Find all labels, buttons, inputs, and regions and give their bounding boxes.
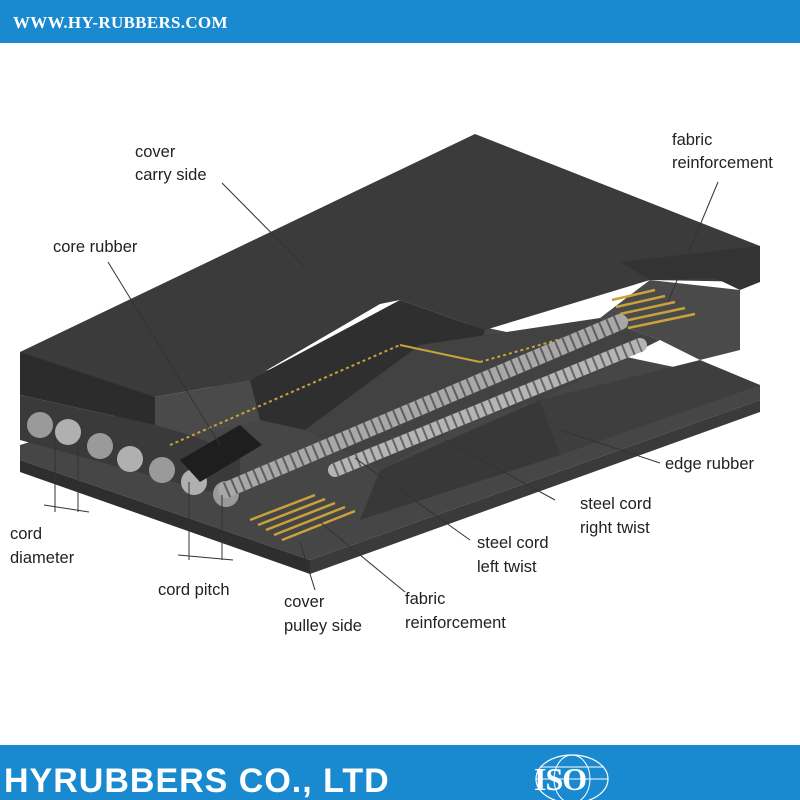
cord-end xyxy=(149,457,175,483)
label-core-rubber: core rubber xyxy=(53,238,138,256)
pulley-cover-side xyxy=(310,400,760,574)
carry-cover-right-step xyxy=(620,246,760,290)
bottom-channel xyxy=(360,400,560,520)
label-fabric-top-line2: reinforcement xyxy=(672,154,773,172)
inner-channel xyxy=(305,318,660,470)
footer-bar: HYRUBBERS CO., LTD ISO xyxy=(0,745,800,800)
label-edge-rubber: edge rubber xyxy=(665,455,754,473)
iso-text: ISO xyxy=(534,761,587,797)
seam-mid xyxy=(399,344,481,363)
carry-cover-top xyxy=(20,134,760,397)
label-cord-diameter-line1: cord xyxy=(10,525,42,543)
seam-right xyxy=(479,324,611,363)
label-fabric-bottom-line1: fabric xyxy=(405,590,445,608)
label-cover-pulley-line1: cover xyxy=(284,593,325,611)
cord-end xyxy=(55,419,81,445)
cord-end xyxy=(87,433,113,459)
dimension-lines xyxy=(43,438,234,561)
steel-cord-left-twist xyxy=(328,338,647,477)
fabric-stripes-bottom xyxy=(249,493,356,542)
label-steel-right-line2: right twist xyxy=(580,519,650,537)
fabric-stripes-top xyxy=(611,288,696,330)
conveyor-belt-diagram: cover carry side fabric reinforcement co… xyxy=(10,131,773,635)
label-fabric-bottom-line2: reinforcement xyxy=(405,614,506,632)
label-cord-pitch: cord pitch xyxy=(158,581,230,599)
label-cover-carry-side-line2: carry side xyxy=(135,166,207,184)
iso-logo: ISO xyxy=(526,749,622,800)
header-bar: WWW.HY-RUBBERS.COM xyxy=(0,0,800,43)
label-fabric-top-line1: fabric xyxy=(672,131,712,149)
label-cover-pulley-line2: pulley side xyxy=(284,617,362,635)
globe-icon xyxy=(535,754,609,800)
steel-cord-right-twist xyxy=(218,314,628,498)
label-steel-right-line1: steel cord xyxy=(580,495,652,513)
edge-rubber-face xyxy=(540,360,760,455)
label-cord-diameter-line2: diameter xyxy=(10,549,75,567)
left-cut-face xyxy=(155,380,260,435)
label-steel-left-line1: steel cord xyxy=(477,534,549,552)
company-name: HYRUBBERS CO., LTD xyxy=(4,762,390,800)
website-url[interactable]: WWW.HY-RUBBERS.COM xyxy=(13,13,228,32)
label-cover-carry-side-line1: cover xyxy=(135,143,176,161)
leader-lines xyxy=(107,181,719,593)
core-rubber-cut xyxy=(250,300,485,430)
cord-end xyxy=(27,412,53,438)
label-steel-left-line2: left twist xyxy=(477,558,537,576)
core-rubber-cylinder xyxy=(180,425,262,482)
cord-end xyxy=(117,446,143,472)
carry-cover-front xyxy=(20,352,155,425)
pulley-cover-front xyxy=(20,460,310,574)
